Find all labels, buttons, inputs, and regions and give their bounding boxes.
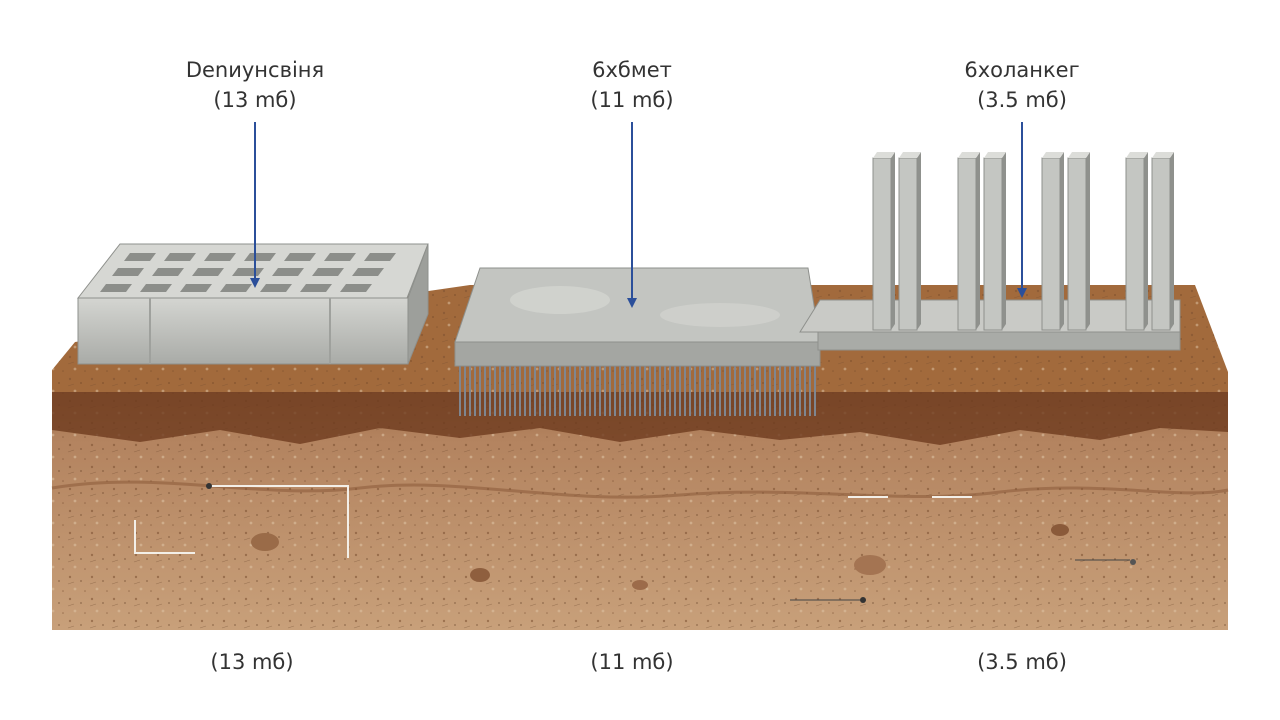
soil-section xyxy=(51,375,1229,630)
bottom-label-column: (3.5 mб) xyxy=(977,650,1067,674)
column-side xyxy=(1060,152,1064,330)
column-top xyxy=(958,152,980,158)
column xyxy=(957,157,977,331)
column-top xyxy=(1152,152,1174,158)
column xyxy=(1151,157,1171,331)
column-top xyxy=(873,152,895,158)
column-side xyxy=(891,152,895,330)
column-side xyxy=(917,152,921,330)
column xyxy=(1041,157,1061,331)
column-top xyxy=(1068,152,1090,158)
dark-topsoil-layer xyxy=(52,390,1228,445)
column-top xyxy=(1126,152,1148,158)
column-side xyxy=(1086,152,1090,330)
label-column-foundation: 6холанкег (3.5 mб) xyxy=(872,55,1172,115)
column-group xyxy=(872,152,1174,331)
column xyxy=(898,157,918,331)
column-top xyxy=(984,152,1006,158)
bottom-label-slab: (11 mб) xyxy=(590,650,674,674)
block-title: Dеnиунсвіня xyxy=(185,58,325,82)
column xyxy=(1125,157,1145,331)
column xyxy=(1067,157,1087,331)
column-top xyxy=(899,152,921,158)
soil-layer-boundary xyxy=(51,480,1229,499)
pile-array xyxy=(459,366,816,416)
column xyxy=(872,157,892,331)
column-top xyxy=(1042,152,1064,158)
column-side xyxy=(1002,152,1006,330)
column-side xyxy=(1170,152,1174,330)
column-title: 6холанкег xyxy=(964,58,1080,82)
slab-foundation xyxy=(454,267,821,416)
slab-title: 6хбмет xyxy=(592,58,672,82)
slab-value: (11 mб) xyxy=(590,88,674,112)
column-foundation xyxy=(799,152,1181,351)
hollow-block-foundation xyxy=(76,243,429,365)
leader-lines xyxy=(254,122,1023,302)
column xyxy=(983,157,1003,331)
column-side xyxy=(976,152,980,330)
label-slab-foundation: 6хбмет (11 mб) xyxy=(482,55,782,115)
column-side xyxy=(1144,152,1148,330)
block-value: (13 mб) xyxy=(213,88,297,112)
column-value: (3.5 mб) xyxy=(977,88,1067,112)
bottom-label-block: (13 mб) xyxy=(210,650,294,674)
label-block-foundation: Dеnиунсвіня (13 mб) xyxy=(105,55,405,115)
